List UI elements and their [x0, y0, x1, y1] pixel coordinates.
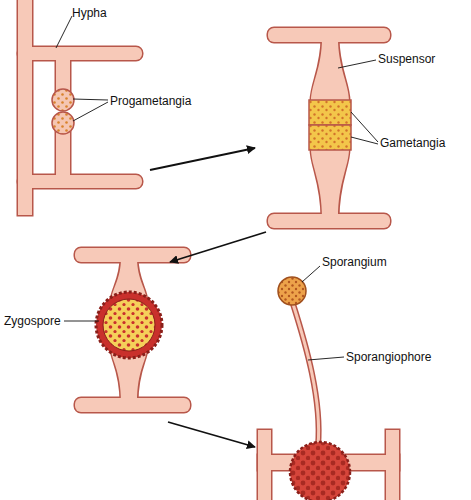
gametangium — [309, 125, 351, 150]
sporangium — [278, 277, 306, 305]
progametangium — [52, 89, 74, 111]
hypha-fill — [258, 430, 399, 500]
gametangium — [309, 100, 351, 125]
stage-arrow — [150, 148, 255, 170]
leader-line — [64, 321, 99, 322]
leader-line — [338, 60, 376, 68]
part-label: Suspensor — [378, 52, 435, 66]
part-label: Hypha — [72, 6, 107, 20]
stage-arrow — [168, 422, 255, 447]
hypha-outline — [75, 248, 190, 412]
leader-line — [351, 137, 378, 144]
hypha-outline — [258, 430, 399, 500]
progametangium — [52, 112, 74, 134]
sporangiophore-outline — [293, 304, 319, 446]
leader-line — [73, 102, 108, 121]
leader-line — [73, 99, 108, 100]
zygospore-wall — [96, 292, 162, 358]
leader-line — [302, 266, 320, 282]
leader-line — [308, 357, 344, 360]
leader-line — [56, 16, 72, 48]
part-label: Gametangia — [380, 136, 445, 150]
hypha-fill — [268, 28, 390, 228]
stage-arrow — [170, 232, 266, 262]
hypha-outline — [268, 28, 390, 228]
part-label: Sporangiophore — [346, 350, 431, 364]
part-label: Progametangia — [110, 94, 191, 108]
part-label: Sporangium — [322, 255, 387, 269]
hypha-fill — [75, 248, 190, 412]
leader-line — [351, 112, 378, 142]
germinating-zygospore — [290, 442, 350, 500]
zygospore-interior — [103, 299, 155, 351]
part-label: Zygospore — [4, 314, 61, 328]
sporangiophore — [293, 304, 319, 446]
